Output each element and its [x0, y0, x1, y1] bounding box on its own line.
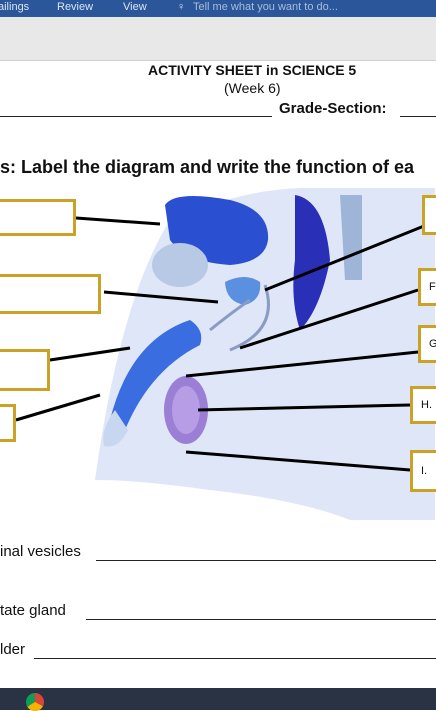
page-title: ACTIVITY SHEET in SCIENCE 5: [148, 62, 357, 78]
tell-me-search[interactable]: Tell me what you want to do...: [193, 1, 338, 13]
tab-review[interactable]: Review: [57, 1, 94, 13]
label-box-i[interactable]: I.: [410, 450, 436, 492]
name-line: [0, 116, 272, 117]
tab-mailings[interactable]: ailings: [0, 1, 30, 13]
testis-inner: [172, 386, 200, 434]
arrow-d: [15, 393, 101, 422]
answer-line-2: [86, 619, 436, 620]
lightbulb-icon: ♀: [177, 1, 186, 13]
arrow-i: [185, 450, 411, 472]
week-label: (Week 6): [224, 80, 281, 96]
rectum: [293, 195, 330, 330]
label-box-h[interactable]: H.: [410, 386, 436, 424]
arrow-g: [185, 350, 419, 378]
arrow-h: [197, 403, 411, 412]
question-bladder: lder: [0, 641, 26, 658]
taskbar: [0, 688, 436, 711]
question-seminal-vesicles: inal vesicles: [0, 543, 81, 560]
label-box-f[interactable]: F: [418, 268, 436, 306]
vas-deferens: [209, 284, 270, 352]
label-f-text: F: [429, 281, 436, 293]
label-box-g[interactable]: G: [418, 325, 436, 363]
chrome-icon[interactable]: [26, 693, 44, 711]
label-box-e[interactable]: [422, 195, 436, 235]
label-box-b[interactable]: [0, 274, 101, 314]
label-box-d[interactable]: [0, 404, 16, 442]
glans: [103, 410, 128, 447]
label-g-text: G: [429, 338, 436, 350]
arrow-a: [75, 216, 161, 226]
arrow-e: [264, 224, 425, 292]
prostate: [225, 277, 261, 305]
label-box-a[interactable]: [0, 199, 76, 236]
penis-shaft: [110, 320, 202, 430]
pubic-bone: [152, 243, 208, 287]
label-box-c[interactable]: [0, 349, 50, 391]
instructions: s: Label the diagram and write the funct…: [0, 157, 415, 177]
word-ribbon: ailings Review View ♀ Tell me what you w…: [0, 0, 436, 17]
tab-view[interactable]: View: [123, 1, 147, 13]
arrow-f: [239, 288, 419, 350]
answer-line-1: [96, 560, 436, 561]
grade-line: [400, 116, 436, 117]
answer-line-3: [34, 658, 436, 659]
arrow-c: [49, 346, 131, 362]
question-prostate-gland: tate gland: [0, 602, 66, 619]
ribbon-toolbar-area: [0, 17, 436, 61]
label-h-text: H.: [421, 399, 432, 411]
arrow-b: [103, 290, 219, 304]
grade-section-label: Grade-Section:: [279, 100, 387, 117]
label-i-text: I.: [421, 465, 428, 477]
